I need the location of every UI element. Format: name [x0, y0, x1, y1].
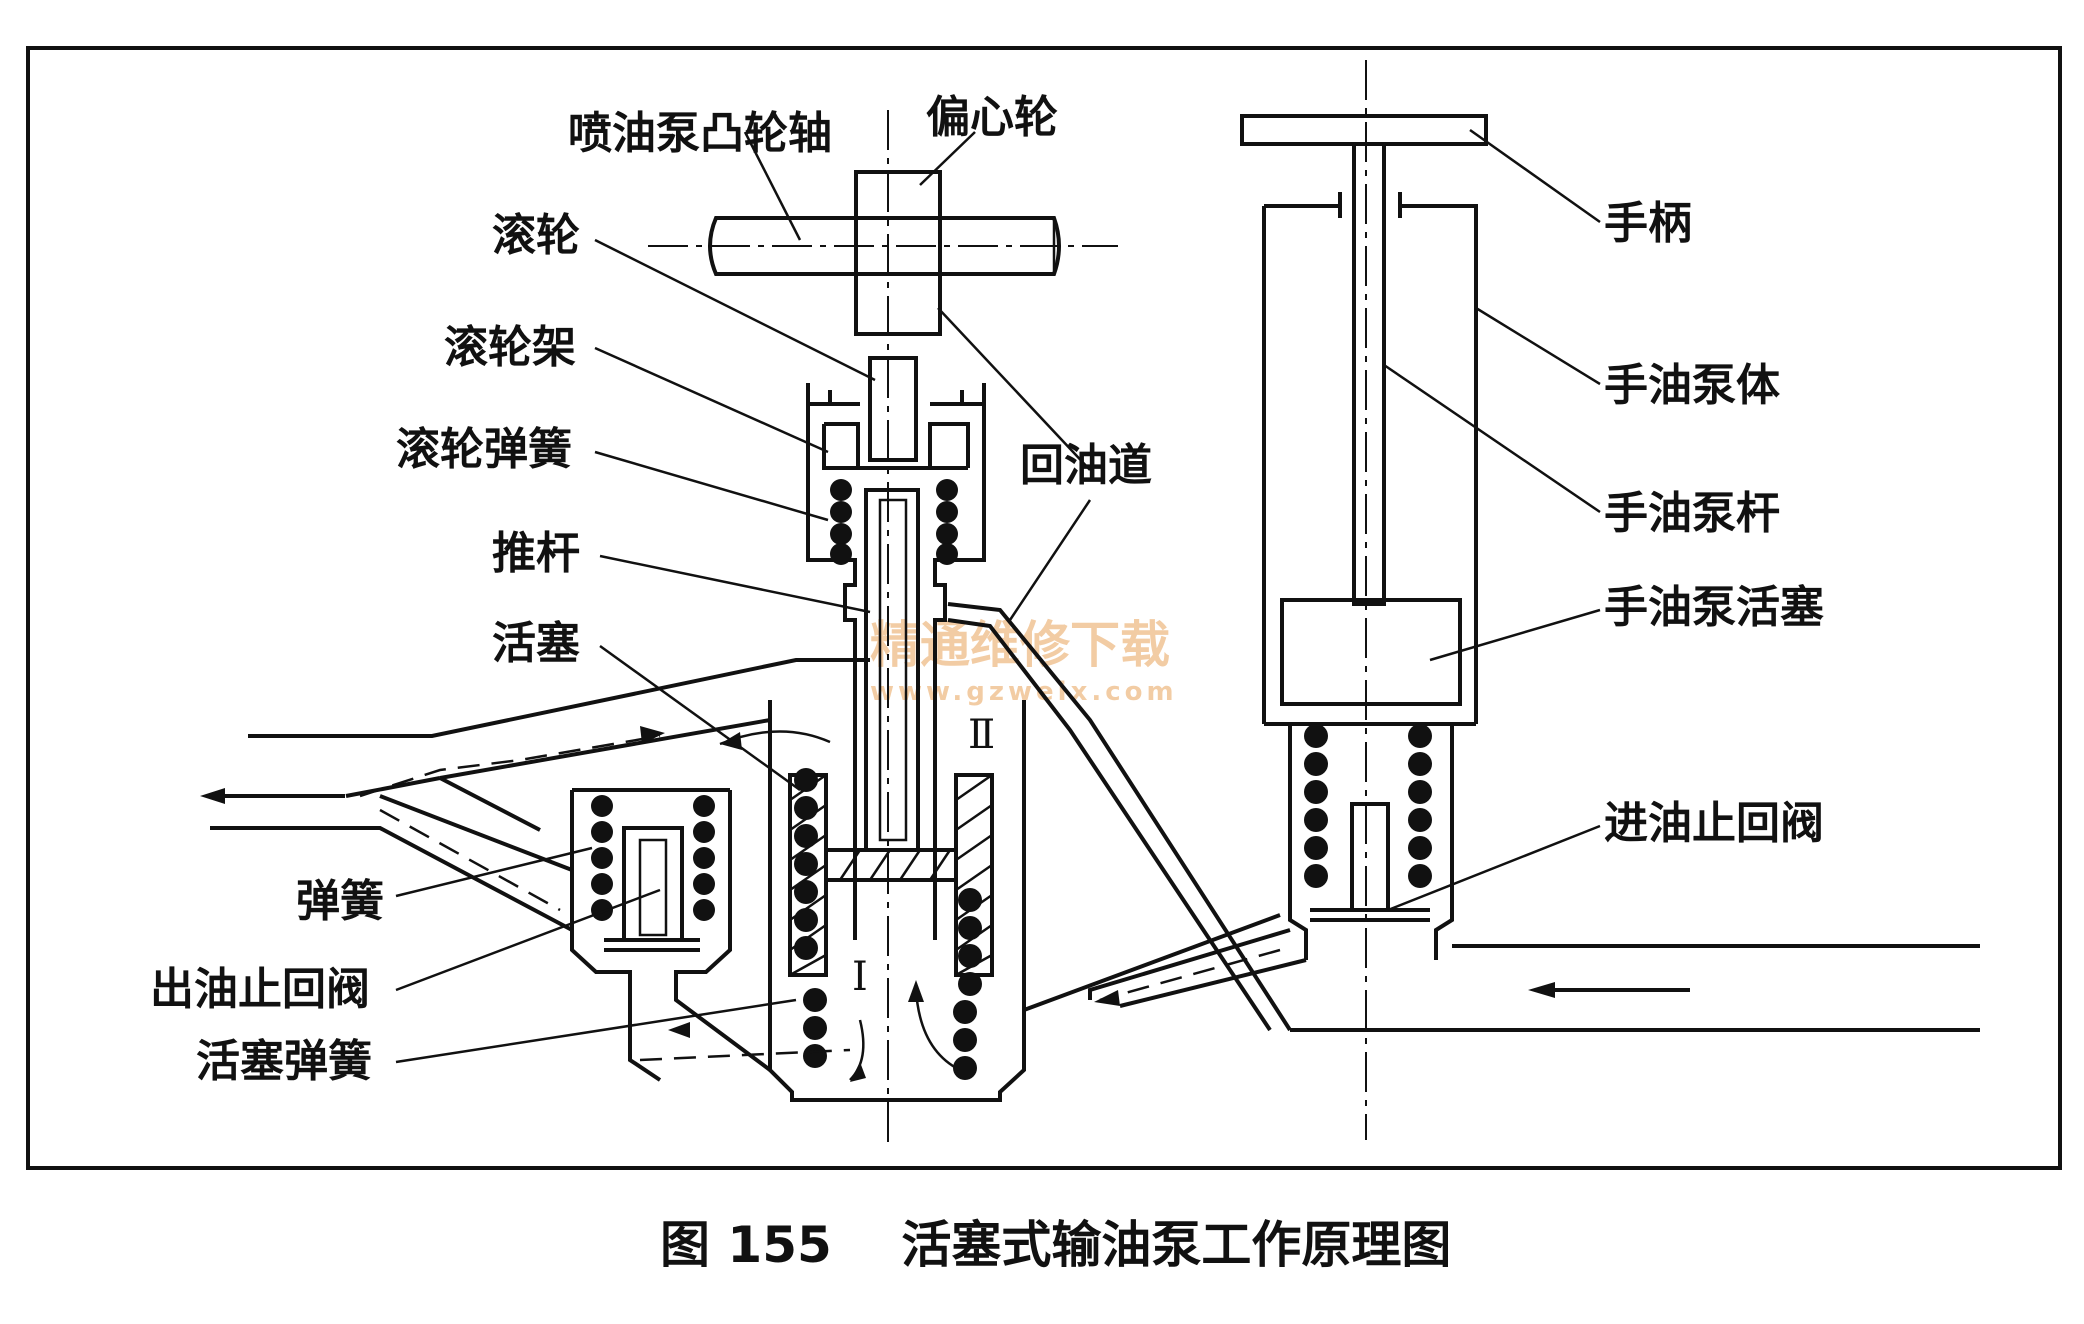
roller-spring-icon	[830, 479, 958, 565]
label-piston: 活塞	[492, 618, 580, 669]
hand-pump-rod-icon	[1352, 142, 1386, 606]
label-push-rod: 推杆	[492, 528, 580, 579]
outlet-pipes	[200, 658, 961, 1082]
eccentric-icon	[854, 170, 942, 336]
inlet-pipe	[1290, 944, 1980, 1032]
label-eccentric: 偏心轮	[926, 92, 1058, 143]
main-pump: Ⅱ I	[200, 110, 1292, 1150]
pump-body	[768, 700, 1026, 1102]
hand-pump	[1088, 60, 1980, 1140]
label-spring: 弹簧	[296, 876, 384, 927]
outlet-check-valve-icon	[622, 826, 684, 942]
label-piston-spring: 活塞弹簧	[196, 1036, 372, 1087]
label-roller: 滚轮	[492, 210, 580, 261]
hand-pump-spring-icon	[1304, 724, 1432, 888]
label-handle: 手柄	[1604, 198, 1692, 249]
label-camshaft: 喷油泵凸轮轴	[568, 108, 832, 159]
handle-icon	[1240, 114, 1488, 146]
label-hand-pump-piston: 手油泵活塞	[1604, 582, 1824, 633]
piston-icon	[788, 773, 994, 977]
label-inlet-check-valve: 进油止回阀	[1604, 798, 1824, 849]
figure-frame	[26, 46, 2062, 1170]
piston-spring-icon	[794, 768, 982, 1080]
chamber-two-label: Ⅱ	[968, 712, 995, 758]
outlet-spring-icon	[591, 795, 715, 921]
roller-icon	[868, 356, 918, 462]
label-roller-frame: 滚轮架	[444, 322, 576, 373]
chamber-one-label: I	[852, 954, 868, 1000]
inlet-arrow-icon	[1528, 982, 1555, 998]
watermark-url: www.gzweix.com	[870, 677, 1178, 707]
camshaft-icon	[708, 216, 1061, 276]
roller-frame-icon	[806, 383, 986, 940]
label-outlet-check-valve: 出油止回阀	[150, 964, 370, 1015]
hand-pump-body-icon	[1262, 192, 1478, 726]
figure-caption: 图 155 活塞式输油泵工作原理图	[660, 1216, 1451, 1274]
label-hand-pump-rod: 手油泵杆	[1604, 488, 1780, 539]
labels: 喷油泵凸轮轴 偏心轮 滚轮 滚轮架 滚轮弹簧 回油道 推杆 活塞 弹簧 出油止回…	[150, 92, 1824, 1087]
label-return-passage: 回油道	[1020, 440, 1152, 491]
inlet-check-valve-icon	[1310, 802, 1430, 922]
label-hand-pump-body: 手油泵体	[1604, 360, 1780, 411]
hand-pump-piston-icon	[1280, 598, 1462, 706]
leader-lines	[395, 128, 1601, 1064]
return-passage-icon	[947, 602, 1292, 1032]
label-roller-spring: 滚轮弹簧	[396, 424, 572, 475]
